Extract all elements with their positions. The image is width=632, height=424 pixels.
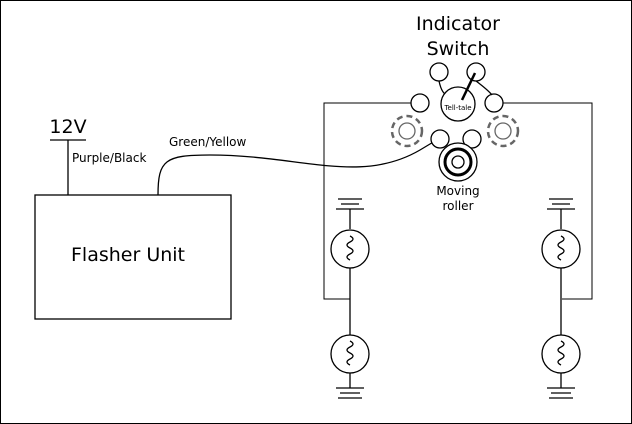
telltale-lamp: [440, 86, 476, 122]
switch-title-line2: Switch: [427, 38, 490, 60]
ghost-contact-left-inner: [398, 122, 416, 140]
ghost-contact-right-inner: [494, 122, 512, 140]
ghost-contact-right: [486, 114, 520, 148]
flasher-unit-label: Flasher Unit: [71, 244, 185, 266]
right-front-lamp-filament: [557, 235, 565, 261]
flasher-unit-box: [34, 194, 232, 320]
left-rear-lamp: [330, 334, 370, 374]
right-rear-lamp-filament: [557, 340, 565, 366]
roller-label-line1: Moving: [436, 184, 479, 198]
ghost-contact-left: [390, 114, 424, 148]
telltale-link-right: [475, 80, 493, 96]
left-front-lamp: [330, 229, 370, 269]
left-circuit-wire: [323, 102, 411, 300]
telltale-label: Tell-tale: [443, 104, 471, 112]
green-yellow-label: Green/Yellow: [169, 135, 247, 149]
switch-contact-mid: [462, 129, 482, 149]
switch-contact-feed: [430, 129, 450, 149]
switch-contact-top-left: [429, 62, 449, 82]
left-rear-lamp-filament: [346, 340, 354, 366]
switch-title-line1: Indicator: [416, 13, 500, 35]
switch-contact-right: [484, 93, 504, 113]
switch-contact-top-right: [466, 62, 486, 82]
moving-roller-hub: [451, 155, 465, 169]
left-front-lamp-filament: [346, 235, 354, 261]
right-rear-lamp: [541, 334, 581, 374]
voltage-label: 12V: [49, 116, 86, 138]
switch-lever: [460, 72, 477, 101]
roller-label-line2: roller: [443, 199, 474, 213]
switch-contact-left: [410, 93, 430, 113]
purple-black-label: Purple/Black: [72, 151, 146, 165]
green-yellow-wire: [157, 137, 441, 196]
right-front-lamp: [541, 229, 581, 269]
right-circuit-wire: [503, 102, 593, 300]
